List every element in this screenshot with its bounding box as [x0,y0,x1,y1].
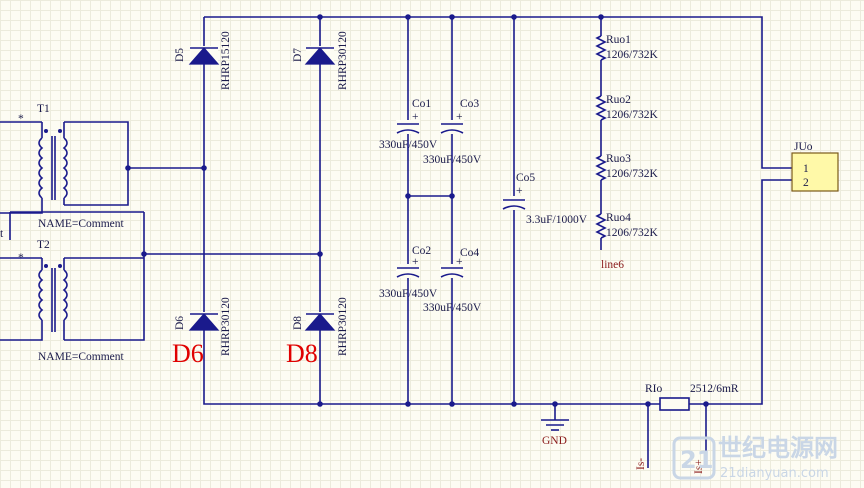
co1-label: Co1 [412,98,431,110]
ruo1-value: 1206/732K [606,49,658,61]
star-mark-2: * [18,252,24,264]
d8-part-label: RHRP30120 [337,297,349,356]
diode-d7 [304,46,336,65]
co1-plus: + [412,111,419,123]
is-minus-label: Is- [635,458,647,470]
t1-name-label: NAME=Comment [38,218,125,230]
ruo4-value: 1206/732K [606,227,658,239]
d6-label: D6 [174,316,186,330]
transformer-t2 [0,211,145,341]
watermark-url: 21dianyuan.com [720,466,829,481]
juo-label: JUo [794,141,813,153]
t2-label: T2 [37,239,50,251]
gnd-symbol [541,419,569,431]
wires [128,16,810,468]
is-plus-label: Is+ [693,459,705,474]
juo-pin2: 2 [803,177,809,189]
co2-value: 330uF/450V [379,288,438,300]
d5-part-label: RHRP15120 [220,31,232,90]
left-edge-fragment: t [0,228,4,240]
watermark-logo: 21 [680,446,713,474]
diode-d8 [304,312,336,331]
star-mark-1: * [18,113,24,125]
co3-label: Co3 [460,98,479,110]
co5-label: Co5 [516,172,535,184]
t2-name-label: NAME=Comment [38,351,125,363]
ruo3-value: 1206/732K [606,168,658,180]
rio-label: RIo [645,383,663,395]
co4-label: Co4 [460,247,479,259]
rio-value: 2512/6mR [690,383,739,395]
watermark-cn: 世纪电源网 [718,434,838,462]
d8-annotation: D8 [286,339,318,368]
resistor-ruo3 [595,155,607,181]
resistor-ruo2 [595,95,607,121]
co1-value: 330uF/450V [379,139,438,151]
co2-plus: + [412,256,419,268]
ruo2-value: 1206/732K [606,109,658,121]
diode-d5 [188,46,220,65]
capacitor-co1 [396,120,420,134]
diode-d6 [188,312,220,331]
net-line6-label: line6 [601,259,624,271]
co2-label: Co2 [412,245,431,257]
ruo4-label: Ruo4 [606,212,631,224]
co5-value: 3.3uF/1000V [526,214,588,226]
ruo1-label: Ruo1 [606,34,631,46]
watermark: 21 世纪电源网 21dianyuan.com [672,434,838,481]
co4-plus: + [456,256,463,268]
d6-annotation: D6 [172,339,204,368]
co3-plus: + [456,111,463,123]
junctions [125,14,709,407]
d6-part-label: RHRP30120 [220,297,232,356]
resistor-rio [659,397,690,411]
co5-plus: + [516,185,523,197]
transformer-t1 [0,121,129,214]
co4-value: 330uF/450V [423,302,482,314]
ruo2-label: Ruo2 [606,94,631,106]
t1-label: T1 [37,103,50,115]
ruo3-label: Ruo3 [606,153,631,165]
d5-label: D5 [174,48,186,62]
connector-juo [791,152,839,192]
resistor-ruo4 [595,213,607,239]
co3-value: 330uF/450V [423,154,482,166]
capacitor-co3 [440,120,464,134]
resistor-ruo1 [595,35,607,61]
capacitor-co4 [440,264,464,278]
juo-pin1: 1 [803,163,809,175]
d7-part-label: RHRP30120 [337,31,349,90]
gnd-label: GND [542,435,567,447]
d8-label: D8 [292,316,304,330]
capacitor-co2 [396,264,420,278]
d7-label: D7 [292,48,304,62]
capacitor-co5 [502,196,526,210]
